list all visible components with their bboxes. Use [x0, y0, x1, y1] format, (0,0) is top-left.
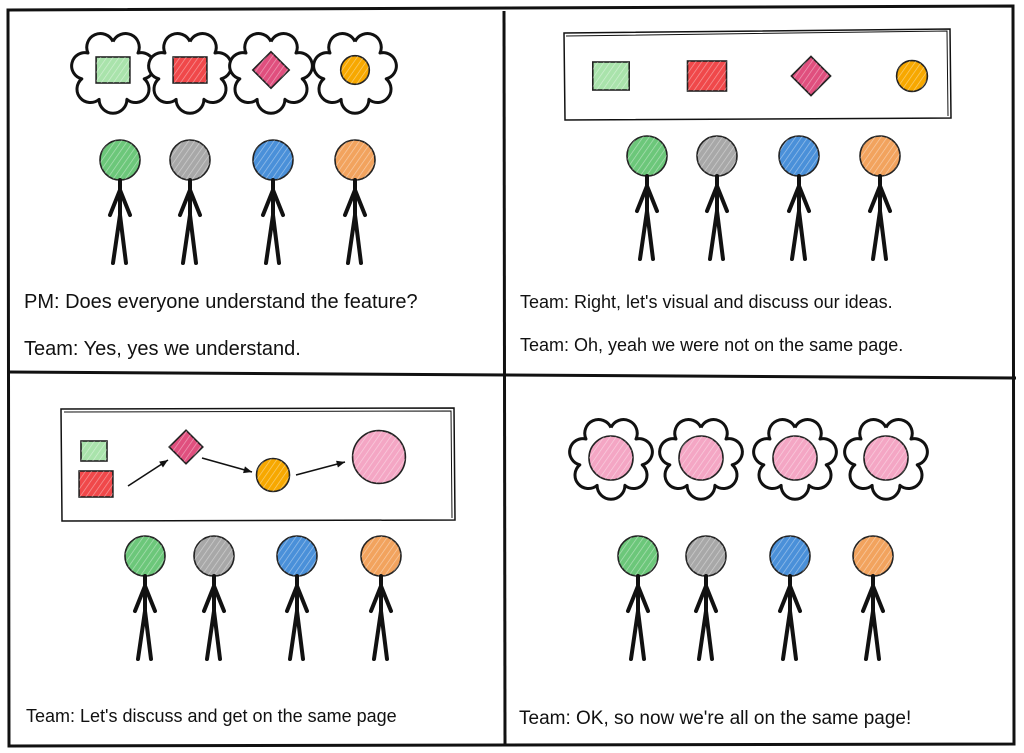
comic-frame	[6, 4, 1017, 748]
thought-diamond	[251, 50, 291, 90]
person-stick-body	[778, 574, 802, 661]
person	[626, 135, 668, 261]
person-stick-body	[787, 174, 811, 261]
person-stick-body	[868, 174, 892, 261]
panel-4-people	[617, 535, 894, 661]
board-diamond	[168, 429, 204, 465]
person-head	[617, 535, 659, 577]
board-square	[78, 470, 114, 498]
panel-1-thoughts	[70, 32, 398, 115]
thought-circle	[678, 435, 724, 481]
person-stick-body	[202, 574, 226, 661]
person	[685, 535, 727, 661]
person-head	[778, 135, 820, 177]
person-head	[169, 139, 211, 181]
board-circle	[351, 429, 407, 485]
person-head	[124, 535, 166, 577]
person-head	[334, 139, 376, 181]
person-head	[859, 135, 901, 177]
arrow	[201, 457, 253, 474]
person	[617, 535, 659, 661]
panel-2-board-shapes	[591, 55, 929, 97]
person-stick-body	[369, 574, 393, 661]
person	[124, 535, 166, 661]
person-stick-body	[343, 178, 367, 265]
panel-2: Team: Right, let's visual and discuss ou…	[520, 28, 952, 355]
whiteboard	[563, 28, 952, 121]
thought-square	[95, 56, 131, 84]
person	[769, 535, 811, 661]
person-stick-body	[626, 574, 650, 661]
person-stick-body	[261, 178, 285, 265]
board-circle	[895, 59, 929, 93]
person-head	[626, 135, 668, 177]
person-head	[193, 535, 235, 577]
panel-2-caption-line-1: Team: Right, let's visual and discuss ou…	[520, 292, 893, 312]
person-head	[252, 139, 294, 181]
person	[252, 139, 294, 265]
arrow	[127, 459, 169, 487]
person-head	[276, 535, 318, 577]
panel-1-people	[99, 139, 376, 265]
person-head	[360, 535, 402, 577]
board-square	[686, 60, 728, 92]
person-head	[685, 535, 727, 577]
panel-3: Team: Let's discuss and get on the same …	[26, 407, 456, 726]
thought-square	[172, 56, 208, 84]
panel-4-caption-line-1: Team: OK, so now we're all on the same p…	[519, 708, 911, 729]
person	[778, 135, 820, 261]
person	[169, 139, 211, 265]
person-stick-body	[108, 178, 132, 265]
whiteboard	[60, 407, 456, 522]
panel-1: PM: Does everyone understand the feature…	[24, 32, 418, 360]
panel-3-board-shapes	[78, 429, 407, 498]
thought-circle	[339, 54, 371, 86]
board-diamond	[790, 55, 832, 97]
person-stick-body	[285, 574, 309, 661]
person-stick-body	[133, 574, 157, 661]
person-stick-body	[178, 178, 202, 265]
person-stick-body	[694, 574, 718, 661]
panel-1-caption-line-1: PM: Does everyone understand the feature…	[24, 291, 418, 313]
person-head	[696, 135, 738, 177]
person	[193, 535, 235, 661]
person	[360, 535, 402, 661]
person-stick-body	[705, 174, 729, 261]
panel-1-caption-line-2: Team: Yes, yes we understand.	[24, 338, 301, 360]
board-circle	[255, 457, 291, 493]
person-head	[769, 535, 811, 577]
person-stick-body	[861, 574, 885, 661]
thought-circle	[772, 435, 818, 481]
panel-4-thoughts	[568, 418, 929, 501]
person	[276, 535, 318, 661]
person-stick-body	[635, 174, 659, 261]
person	[99, 139, 141, 265]
person	[852, 535, 894, 661]
thought-circle	[588, 435, 634, 481]
thought-circle	[863, 435, 909, 481]
person	[859, 135, 901, 261]
board-square	[591, 61, 630, 91]
person	[334, 139, 376, 265]
person-head	[99, 139, 141, 181]
panel-3-caption-line-1: Team: Let's discuss and get on the same …	[26, 706, 397, 726]
panel-4: Team: OK, so now we're all on the same p…	[519, 418, 929, 729]
person-head	[852, 535, 894, 577]
panel-2-caption-line-2: Team: Oh, yeah we were not on the same p…	[520, 335, 903, 355]
arrow	[295, 460, 346, 476]
panel-2-people	[626, 135, 901, 261]
person	[696, 135, 738, 261]
panel-3-people	[124, 535, 402, 661]
board-square	[80, 440, 108, 462]
